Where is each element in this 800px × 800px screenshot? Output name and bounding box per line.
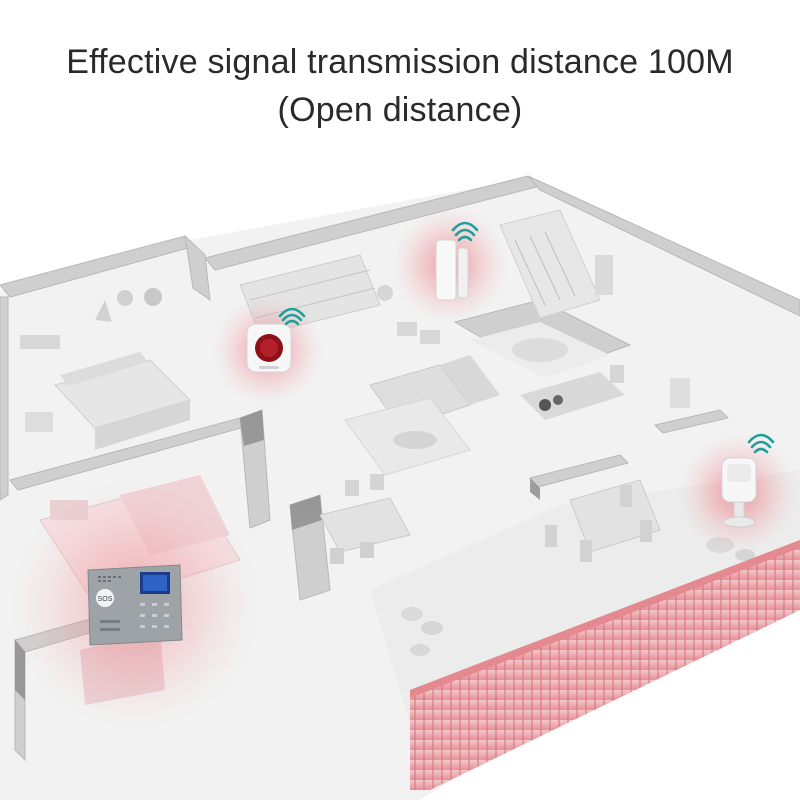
wifi-signal-icon xyxy=(451,221,479,242)
wardrobe-room xyxy=(499,209,613,319)
siren-device xyxy=(246,323,292,373)
wifi-signal-icon xyxy=(278,307,306,326)
door-sensor-device xyxy=(435,239,469,301)
headline-title: Effective signal transmission distance 1… xyxy=(66,43,734,81)
balcony-railing xyxy=(410,540,800,790)
alarm-control-panel: SOS xyxy=(87,564,183,646)
wifi-signal-icon xyxy=(747,433,775,454)
bedroom-top xyxy=(20,288,191,450)
bathroom xyxy=(470,322,690,420)
kitchen-right xyxy=(545,479,661,562)
pir-motion-sensor-device xyxy=(721,457,757,528)
headline-subtitle: (Open distance) xyxy=(277,91,523,129)
sos-label: SOS xyxy=(98,596,113,603)
dining-area xyxy=(319,474,411,564)
